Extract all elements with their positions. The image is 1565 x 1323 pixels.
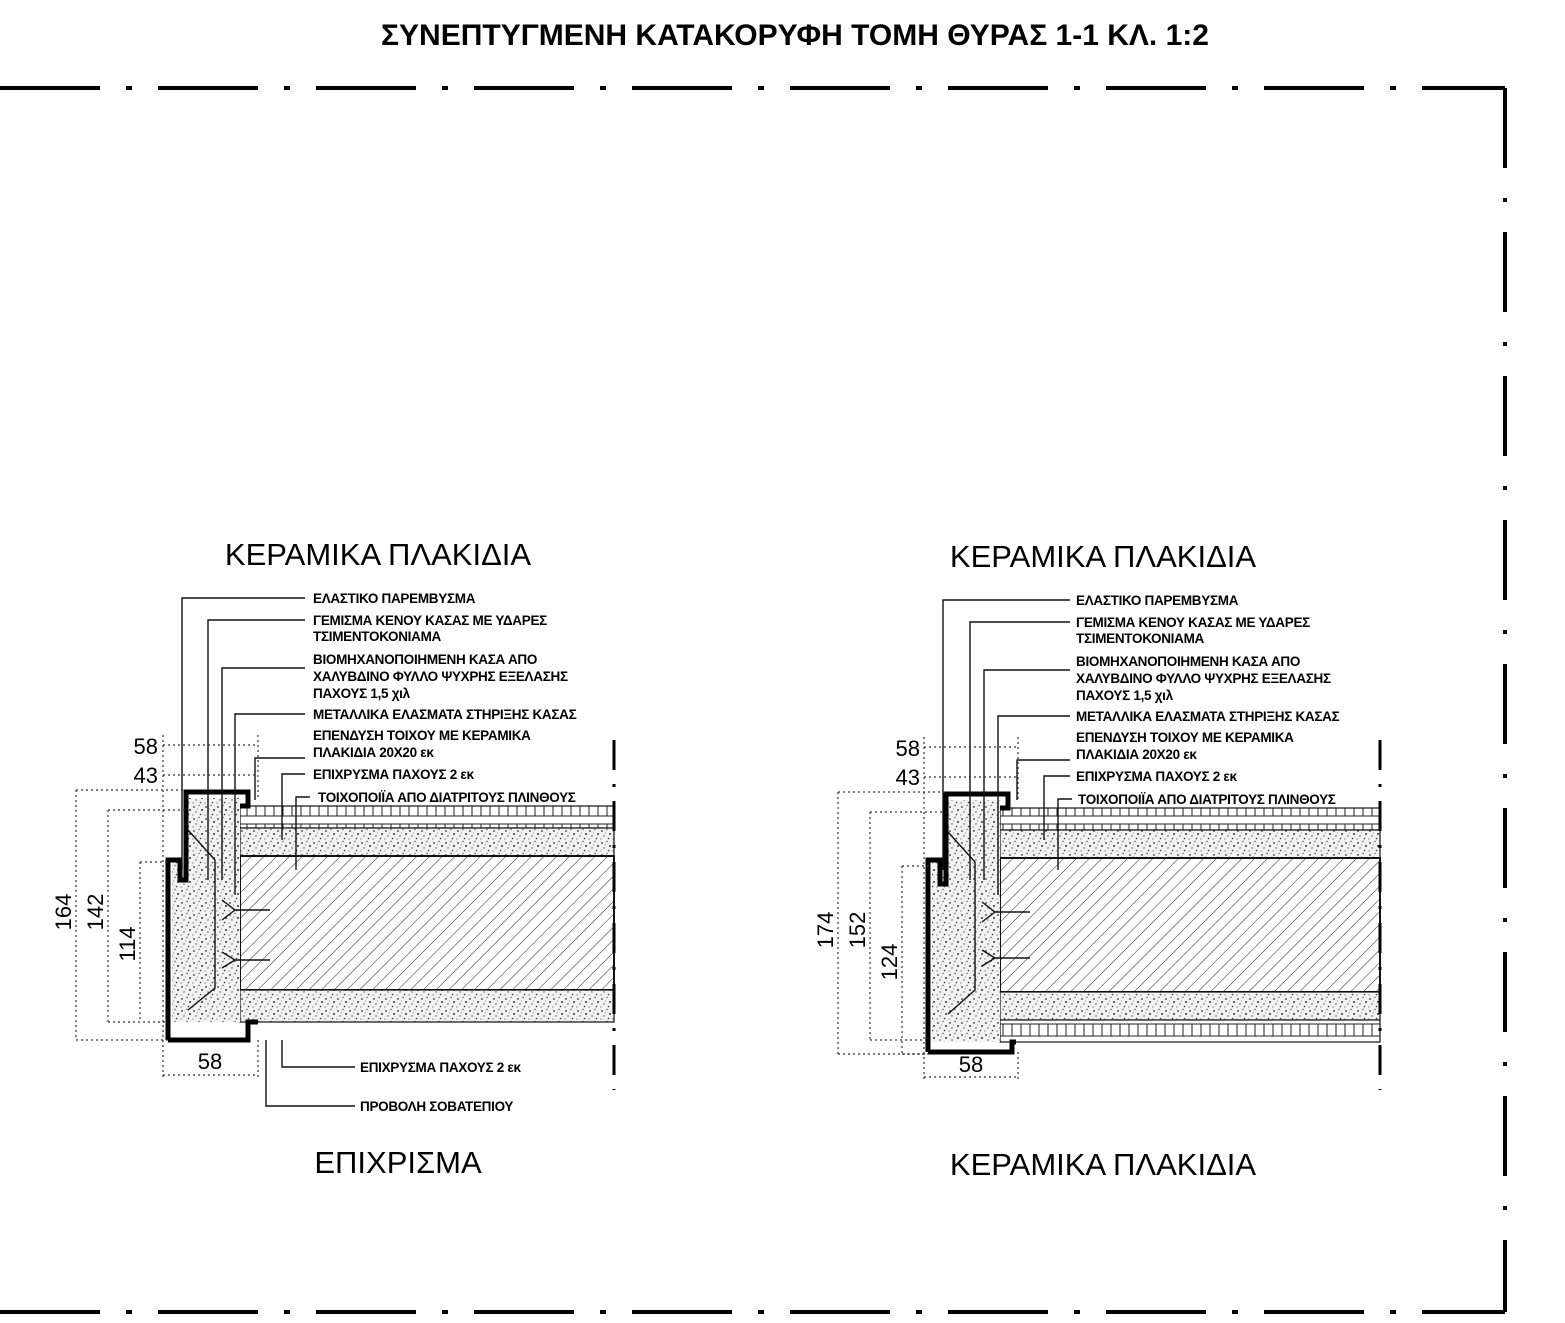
label-frame-1: ΒΙΟΜΗΧΑΝΟΠΟΙΗΜΕΝΗ ΚΑΣΑ ΑΠΟ: [1076, 654, 1300, 669]
dim-top-inner: 43: [134, 763, 158, 788]
dim-height-3: 114: [115, 926, 140, 961]
label-plaster: ΕΠΙΧΡΥΣΜΑ ΠΑΧΟΥΣ 2 εκ: [313, 767, 475, 782]
plaster-layer-top: [999, 829, 1381, 859]
ceramic-tiles-layer-bottom: [999, 1019, 1381, 1043]
steel-frame-profile: [165, 789, 251, 1040]
label-cladding-2: ΠΛΑΚΙΔΙΑ 20Χ20 εκ: [1076, 747, 1197, 762]
label-plaster-bottom: ΕΠΙΧΡΥΣΜΑ ΠΑΧΟΥΣ 2 εκ: [360, 1060, 522, 1075]
plaster-layer-bottom: [999, 991, 1381, 1021]
brick-wall-layer: [999, 857, 1381, 993]
label-skirting: ΠΡΟΒΟΛΗ ΣΟΒΑΤΕΠΙΟΥ: [360, 1099, 513, 1114]
dimension-lines: [837, 737, 1019, 1080]
frame-anchors: [981, 901, 1030, 967]
detail-bottom-heading: ΕΠΙΧΡΙΣΜΑ: [314, 1145, 482, 1180]
label-cladding-1: ΕΠΕΝΔΥΣΗ ΤΟΙΧΟΥ ΜΕ ΚΕΡΑΜΙΚΑ: [1076, 730, 1294, 745]
sheet-border: [0, 86, 1507, 1314]
label-grout-fill-2: ΤΣΙΜΕΝΤΟΚΟΝΙΑΜΑ: [1076, 631, 1205, 646]
label-frame-3: ΠΑΧΟΥΣ 1,5 χιλ: [1076, 688, 1174, 703]
label-elastic-gasket: ΕΛΑΣΤΙΚΟ ΠΑΡΕΜΒΥΣΜΑ: [1076, 593, 1239, 608]
dim-top-outer: 58: [896, 736, 920, 761]
dim-bottom: 58: [198, 1049, 222, 1074]
label-frame-3: ΠΑΧΟΥΣ 1,5 χιλ: [313, 686, 411, 701]
dim-height-1: 174: [813, 912, 838, 949]
brick-wall-layer: [239, 855, 615, 991]
dim-height-3: 124: [877, 944, 902, 981]
label-masonry: ΤΟΙΧΟΠΟΙΪΑ ΑΠΟ ΔΙΑΤΡΙΤΟΥΣ ΠΛΙΝΘΟΥΣ: [318, 790, 576, 805]
plaster-layer-top: [239, 827, 615, 857]
detail-bottom-heading: ΚΕΡΑΜΙΚΑ ΠΛΑΚΙΔΙΑ: [950, 1147, 1256, 1182]
label-elastic-gasket: ΕΛΑΣΤΙΚΟ ΠΑΡΕΜΒΥΣΜΑ: [313, 591, 476, 606]
label-frame-2: ΧΑΛΥΒΔΙΝΟ ΦΥΛΛΟ ΨΥΧΡΗΣ ΕΞΕΛΑΣΗΣ: [313, 669, 568, 684]
ceramic-tiles-layer: [999, 807, 1381, 831]
label-masonry: ΤΟΙΧΟΠΟΙΪΑ ΑΠΟ ΔΙΑΤΡΙΤΟΥΣ ΠΛΙΝΘΟΥΣ: [1078, 792, 1336, 807]
label-anchors: ΜΕΤΑΛΛΙΚΑ ΕΛΑΣΜΑΤΑ ΣΤΗΡΙΞΗΣ ΚΑΣΑΣ: [1076, 709, 1340, 724]
label-grout-fill-2: ΤΣΙΜΕΝΤΟΚΟΝΙΑΜΑ: [313, 629, 442, 644]
steel-frame-profile: [925, 791, 1011, 1052]
dim-height-1: 164: [51, 894, 76, 931]
frame-grout-fill: [932, 800, 1000, 1042]
label-cladding-1: ΕΠΕΝΔΥΣΗ ΤΟΙΧΟΥ ΜΕ ΚΕΡΑΜΙΚΑ: [313, 728, 531, 743]
dim-height-2: 152: [845, 912, 870, 949]
dim-height-2: 142: [83, 894, 108, 931]
detail-top-heading: ΚΕΡΑΜΙΚΑ ΠΛΑΚΙΔΙΑ: [950, 539, 1256, 574]
label-frame-2: ΧΑΛΥΒΔΙΝΟ ΦΥΛΛΟ ΨΥΧΡΗΣ ΕΞΕΛΑΣΗΣ: [1076, 671, 1331, 686]
label-frame-1: ΒΙΟΜΗΧΑΝΟΠΟΙΗΜΕΝΗ ΚΑΣΑ ΑΠΟ: [313, 652, 537, 667]
label-grout-fill-1: ΓΕΜΙΣΜΑ ΚΕΝΟΥ ΚΑΣΑΣ ΜΕ ΥΔΑΡΕΣ: [1076, 615, 1310, 630]
leader-lines: [942, 599, 1072, 895]
label-plaster: ΕΠΙΧΡΥΣΜΑ ΠΑΧΟΥΣ 2 εκ: [1076, 769, 1238, 784]
dim-top-inner: 43: [896, 765, 920, 790]
leader-lines: [181, 597, 355, 1107]
label-anchors: ΜΕΤΑΛΛΙΚΑ ΕΛΑΣΜΑΤΑ ΣΤΗΡΙΞΗΣ ΚΑΣΑΣ: [313, 707, 577, 722]
dim-bottom: 58: [959, 1052, 983, 1077]
dimension-lines: [75, 735, 259, 1080]
frame-grout-fill: [172, 798, 240, 1022]
frame-anchors: [221, 899, 270, 969]
dim-top-outer: 58: [134, 734, 158, 759]
label-grout-fill-1: ΓΕΜΙΣΜΑ ΚΕΝΟΥ ΚΑΣΑΣ ΜΕ ΥΔΑΡΕΣ: [313, 613, 547, 628]
detail-tile-section: ΚΕΡΑΜΙΚΑ ΠΛΑΚΙΔΙΑ ΕΛΑΣΤΙΚΟ ΠΑΡΕΜΒΥΣΜΑ ΓΕ…: [813, 539, 1382, 1182]
detail-top-heading: ΚΕΡΑΜΙΚΑ ΠΛΑΚΙΔΙΑ: [225, 537, 531, 572]
plaster-layer-bottom: [239, 989, 615, 1023]
drawing-title: ΣΥΝΕΠΤΥΓΜΕΝΗ ΚΑΤΑΚΟΡΥΦΗ ΤΟΜΗ ΘΥΡΑΣ 1-1 Κ…: [381, 19, 1209, 52]
detail-plaster-section: ΚΕΡΑΜΙΚΑ ΠΛΑΚΙΔΙΑ ΕΛΑΣΤΙΚΟ ΠΑΡΕΜΒΥΣΜΑ: [51, 537, 616, 1180]
label-cladding-2: ΠΛΑΚΙΔΙΑ 20Χ20 εκ: [313, 745, 434, 760]
